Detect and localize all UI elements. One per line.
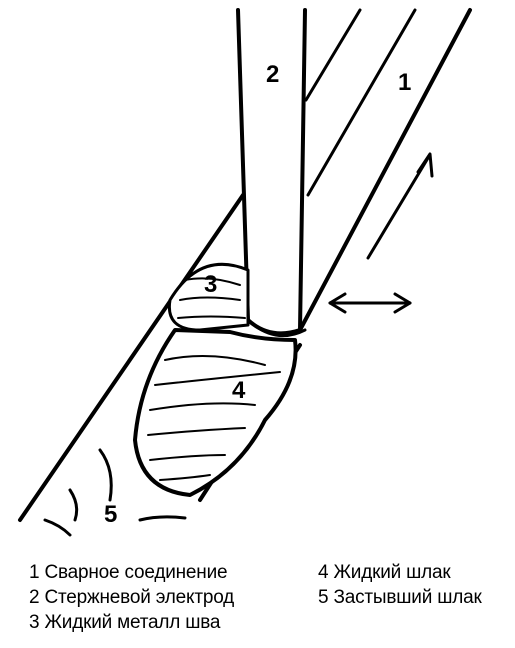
legend-item-5: 5 Застывший шлак xyxy=(318,585,482,610)
callout-3: 3 xyxy=(204,271,217,298)
legend: 1 Сварное соединение 2 Стержневой электр… xyxy=(0,560,515,648)
welding-diagram: 1 2 3 4 5 xyxy=(0,0,515,548)
joint-line-inner xyxy=(306,10,360,100)
legend-item-2: 2 Стержневой электрод xyxy=(29,585,234,610)
liquid-slag xyxy=(135,330,296,495)
legend-item-1: 1 Сварное соединение xyxy=(29,560,234,585)
legend-column-right: 4 Жидкий шлак 5 Застывший шлак xyxy=(318,560,482,610)
solid-slag-mark-1 xyxy=(100,450,111,500)
solid-slag-mark-2 xyxy=(70,490,77,520)
legend-item-4: 4 Жидкий шлак xyxy=(318,560,482,585)
legend-column-left: 1 Сварное соединение 2 Стержневой электр… xyxy=(29,560,234,635)
legend-item-3: 3 Жидкий металл шва xyxy=(29,610,234,635)
joint-line-outer xyxy=(300,10,470,330)
callout-1: 1 xyxy=(398,69,411,96)
callout-5: 5 xyxy=(104,501,117,528)
callout-4: 4 xyxy=(232,377,246,404)
callout-2: 2 xyxy=(266,61,279,88)
solid-slag-mark-4 xyxy=(45,520,70,535)
joint-line-mid xyxy=(308,10,415,195)
solid-slag-mark-3 xyxy=(140,517,185,520)
